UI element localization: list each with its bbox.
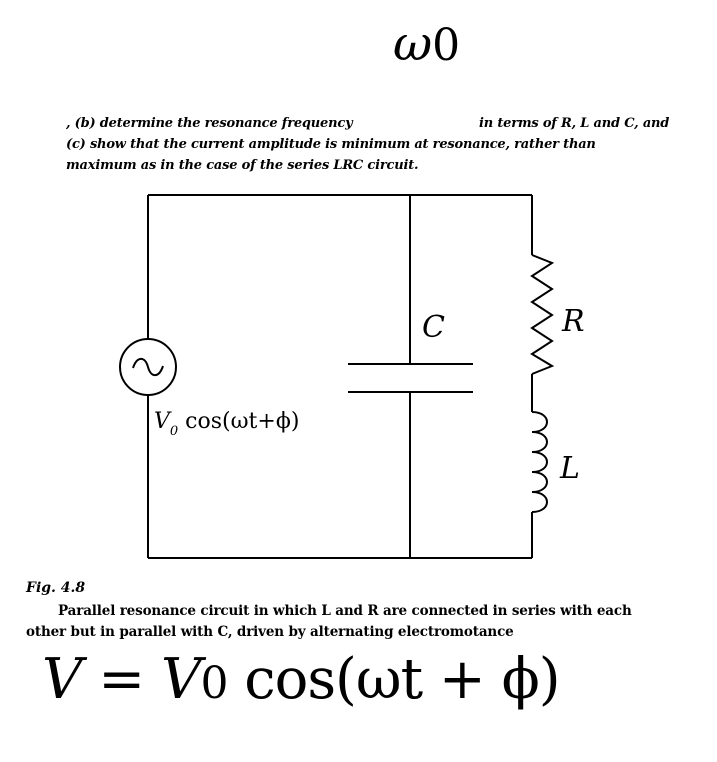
caption-line-1: Parallel resonance circuit in which L an… bbox=[58, 603, 632, 619]
formula-lhs: V bbox=[42, 647, 82, 712]
ac-source bbox=[119, 338, 177, 396]
problem-line-1-right: in terms of R, L and C, and bbox=[479, 116, 670, 131]
source-expression: V0 cos(ωt+ϕ) bbox=[154, 409, 299, 439]
omega-zero-heading: ω0 bbox=[393, 14, 460, 76]
formula-rest: cos(ωt + ϕ) bbox=[227, 647, 560, 712]
sine-wave-icon bbox=[132, 357, 164, 377]
source-expr: cos(ωt+ϕ) bbox=[178, 409, 299, 434]
source-subscript: 0 bbox=[170, 424, 178, 439]
resistor bbox=[530, 254, 555, 375]
capacitor-label: C bbox=[422, 310, 445, 345]
caption-line-2: other but in parallel with C, driven by … bbox=[26, 624, 514, 640]
source-V: V bbox=[154, 409, 172, 434]
problem-line-1-left: , (b) determine the resonance frequency bbox=[66, 116, 353, 131]
problem-line-2: (c) show that the current amplitude is m… bbox=[66, 137, 596, 152]
figure-label: Fig. 4.8 bbox=[26, 580, 86, 596]
problem-line-3: maximum as in the case of the series LRC… bbox=[66, 158, 419, 173]
formula-equals: = bbox=[81, 647, 161, 712]
inductor-label: L bbox=[559, 451, 580, 486]
resistor-label: R bbox=[561, 304, 585, 339]
omega-subscript: 0 bbox=[432, 20, 461, 71]
formula-subscript: 0 bbox=[200, 658, 228, 709]
emf-formula: V = V0 cos(ωt + ϕ) bbox=[42, 640, 561, 724]
inductor bbox=[531, 411, 548, 513]
omega-symbol: ω bbox=[393, 16, 433, 72]
formula-V: V bbox=[160, 647, 201, 712]
